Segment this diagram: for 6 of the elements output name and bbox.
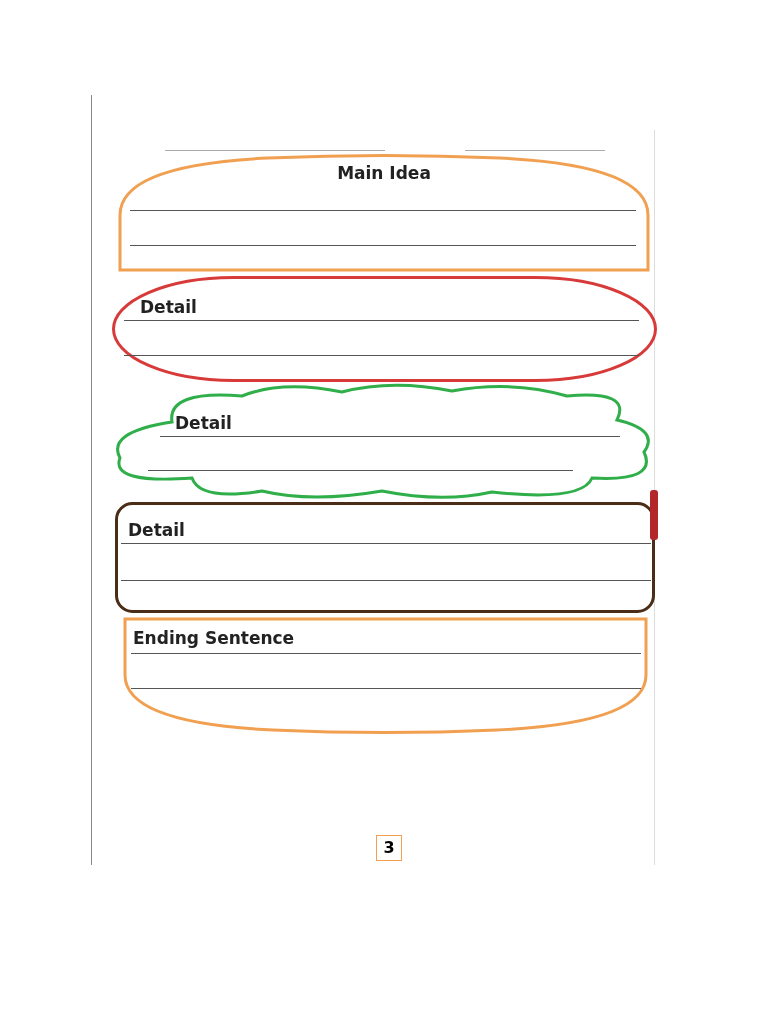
section-heading: Main Idea: [336, 163, 432, 183]
section-heading: Detail: [175, 413, 232, 433]
section-heading: Detail: [140, 297, 197, 317]
page-number: 3: [376, 835, 402, 861]
section-heading: Ending Sentence: [133, 628, 295, 648]
section-heading: Detail: [128, 520, 185, 540]
